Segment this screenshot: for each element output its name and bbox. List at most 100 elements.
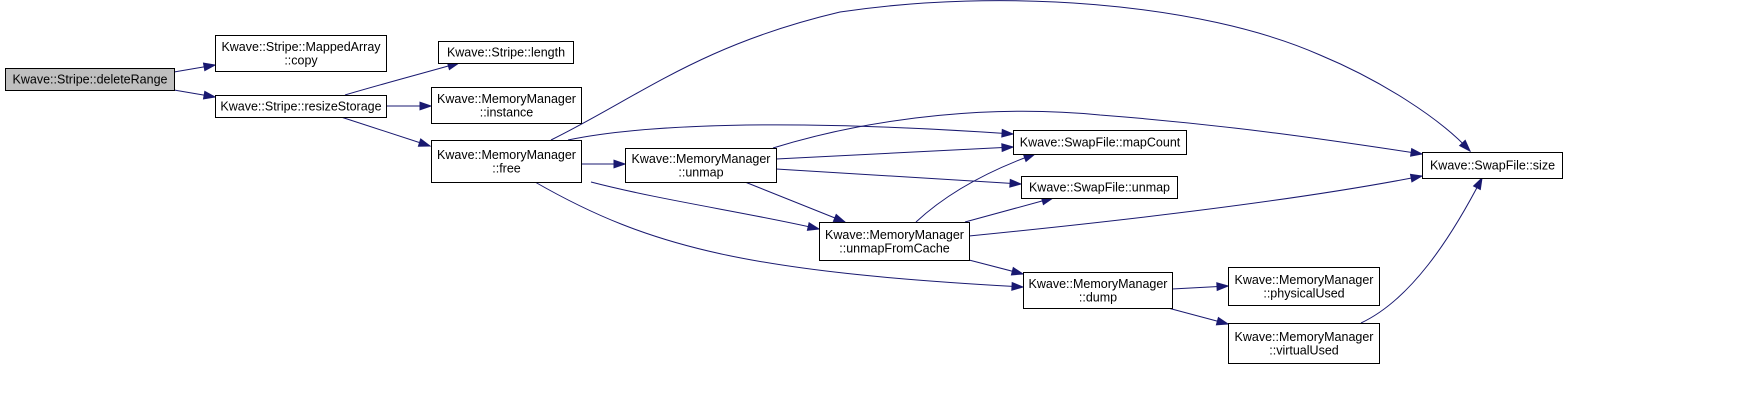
node-label: ::copy xyxy=(284,53,318,67)
edge-dump-to-virtualUsed xyxy=(1167,307,1230,326)
arrowhead-icon xyxy=(613,159,627,169)
arrowhead-icon xyxy=(1009,178,1023,188)
node-label: ::free xyxy=(492,161,521,175)
node-box[interactable] xyxy=(625,148,777,183)
arrowhead-icon xyxy=(1001,128,1015,138)
node-box xyxy=(5,68,175,91)
node-physicalUsed[interactable]: Kwave::MemoryManager::physicalUsed xyxy=(1228,267,1380,306)
node-label: ::unmap xyxy=(678,165,723,179)
node-label: Kwave::MemoryManager xyxy=(1029,277,1168,291)
edge-virtualUsed-to-size xyxy=(1360,176,1483,324)
node-box[interactable] xyxy=(1228,267,1380,306)
node-label: Kwave::MemoryManager xyxy=(1235,330,1374,344)
edge-free-to-mm_unmap xyxy=(581,159,627,169)
edge-mm_unmap-to-sf_unmap xyxy=(775,168,1023,188)
edge-resizeStorage-to-free xyxy=(340,116,432,147)
node-label: Kwave::Stripe::deleteRange xyxy=(13,73,168,87)
arrowhead-icon xyxy=(1409,173,1424,183)
edge-dump-to-physicalUsed xyxy=(1171,282,1230,292)
arrowhead-icon xyxy=(202,62,217,72)
arrowhead-icon xyxy=(1472,176,1483,191)
node-box[interactable] xyxy=(1228,323,1380,364)
node-label: Kwave::SwapFile::unmap xyxy=(1029,181,1170,195)
node-label: Kwave::SwapFile::size xyxy=(1430,159,1555,173)
edge-unmapFromCache-to-dump xyxy=(968,259,1025,276)
edge-deleteRange-to-copy xyxy=(173,62,217,73)
edge-line xyxy=(775,146,1014,160)
arrowhead-icon xyxy=(1010,266,1025,276)
node-label: Kwave::Stripe::length xyxy=(447,46,565,60)
edge-line xyxy=(567,124,1014,141)
node-label: Kwave::MemoryManager xyxy=(437,148,576,162)
node-box[interactable] xyxy=(1422,152,1563,179)
node-box[interactable] xyxy=(431,140,582,183)
edge-free-to-dump xyxy=(534,181,1025,291)
edge-line xyxy=(1360,177,1483,324)
edge-mm_unmap-to-mapCount xyxy=(775,143,1015,160)
node-free[interactable]: Kwave::MemoryManager::free xyxy=(431,140,582,183)
node-label: Kwave::Stripe::MappedArray xyxy=(221,40,381,54)
arrowhead-icon xyxy=(1011,281,1025,291)
edge-line xyxy=(915,153,1036,223)
node-label: ::virtualUsed xyxy=(1269,343,1339,357)
arrowhead-icon xyxy=(1022,153,1037,163)
node-mm_unmap[interactable]: Kwave::MemoryManager::unmap xyxy=(625,148,777,183)
edge-line xyxy=(534,181,1024,288)
arrowhead-icon xyxy=(1001,143,1015,153)
node-label: ::instance xyxy=(480,105,534,119)
arrowhead-icon xyxy=(832,213,847,223)
node-instance[interactable]: Kwave::MemoryManager::instance xyxy=(431,87,582,124)
node-resizeStorage[interactable]: Kwave::Stripe::resizeStorage xyxy=(215,95,387,118)
node-virtualUsed[interactable]: Kwave::MemoryManager::virtualUsed xyxy=(1228,323,1380,364)
node-label: Kwave::SwapFile::mapCount xyxy=(1020,136,1181,150)
edge-unmapFromCache-to-sf_unmap xyxy=(964,196,1055,223)
edge-line xyxy=(775,168,1022,185)
node-label: ::unmapFromCache xyxy=(839,241,950,255)
node-label: Kwave::MemoryManager xyxy=(825,228,964,242)
arrowhead-icon xyxy=(417,138,432,147)
node-sf_unmap[interactable]: Kwave::SwapFile::unmap xyxy=(1021,176,1178,199)
edge-line xyxy=(340,116,431,147)
node-label: ::dump xyxy=(1079,290,1117,304)
node-box[interactable] xyxy=(1013,130,1187,155)
arrowhead-icon xyxy=(202,90,217,100)
edge-line xyxy=(344,62,460,96)
edge-line xyxy=(964,197,1054,223)
node-box[interactable] xyxy=(215,35,387,72)
edge-deleteRange-to-resizeStorage xyxy=(173,89,217,100)
node-box[interactable] xyxy=(1023,272,1173,309)
node-box[interactable] xyxy=(1021,176,1178,199)
edge-unmapFromCache-to-mapCount xyxy=(915,153,1037,223)
node-box[interactable] xyxy=(819,222,970,261)
node-unmapFromCache[interactable]: Kwave::MemoryManager::unmapFromCache xyxy=(819,222,970,261)
node-label: Kwave::MemoryManager xyxy=(437,92,576,106)
edge-line xyxy=(550,0,1471,152)
node-size[interactable]: Kwave::SwapFile::size xyxy=(1422,152,1563,179)
node-deleteRange: Kwave::Stripe::deleteRange xyxy=(5,68,175,91)
edge-unmapFromCache-to-size xyxy=(968,173,1424,237)
node-copy[interactable]: Kwave::Stripe::MappedArray::copy xyxy=(215,35,387,72)
edges-layer xyxy=(173,0,1483,326)
arrowhead-icon xyxy=(1216,282,1230,292)
edge-mm_unmap-to-size xyxy=(772,110,1424,157)
edge-line xyxy=(744,181,846,223)
node-label: Kwave::MemoryManager xyxy=(1235,273,1374,287)
node-box[interactable] xyxy=(431,87,582,124)
edge-line xyxy=(968,175,1423,237)
arrowhead-icon xyxy=(806,222,821,231)
node-mapCount[interactable]: Kwave::SwapFile::mapCount xyxy=(1013,130,1187,155)
arrowhead-icon xyxy=(419,101,433,111)
node-box[interactable] xyxy=(438,41,574,64)
arrowhead-icon xyxy=(1458,139,1472,153)
edge-free-to-size xyxy=(550,0,1472,153)
node-box[interactable] xyxy=(215,95,387,118)
node-dump[interactable]: Kwave::MemoryManager::dump xyxy=(1023,272,1173,309)
edge-line xyxy=(772,110,1423,155)
edge-resizeStorage-to-instance xyxy=(386,101,433,111)
node-length[interactable]: Kwave::Stripe::length xyxy=(438,41,574,64)
arrowhead-icon xyxy=(1410,147,1424,157)
edge-line xyxy=(590,181,820,230)
edge-free-to-mapCount xyxy=(567,124,1015,141)
edge-free-to-unmapFromCache xyxy=(590,181,821,231)
